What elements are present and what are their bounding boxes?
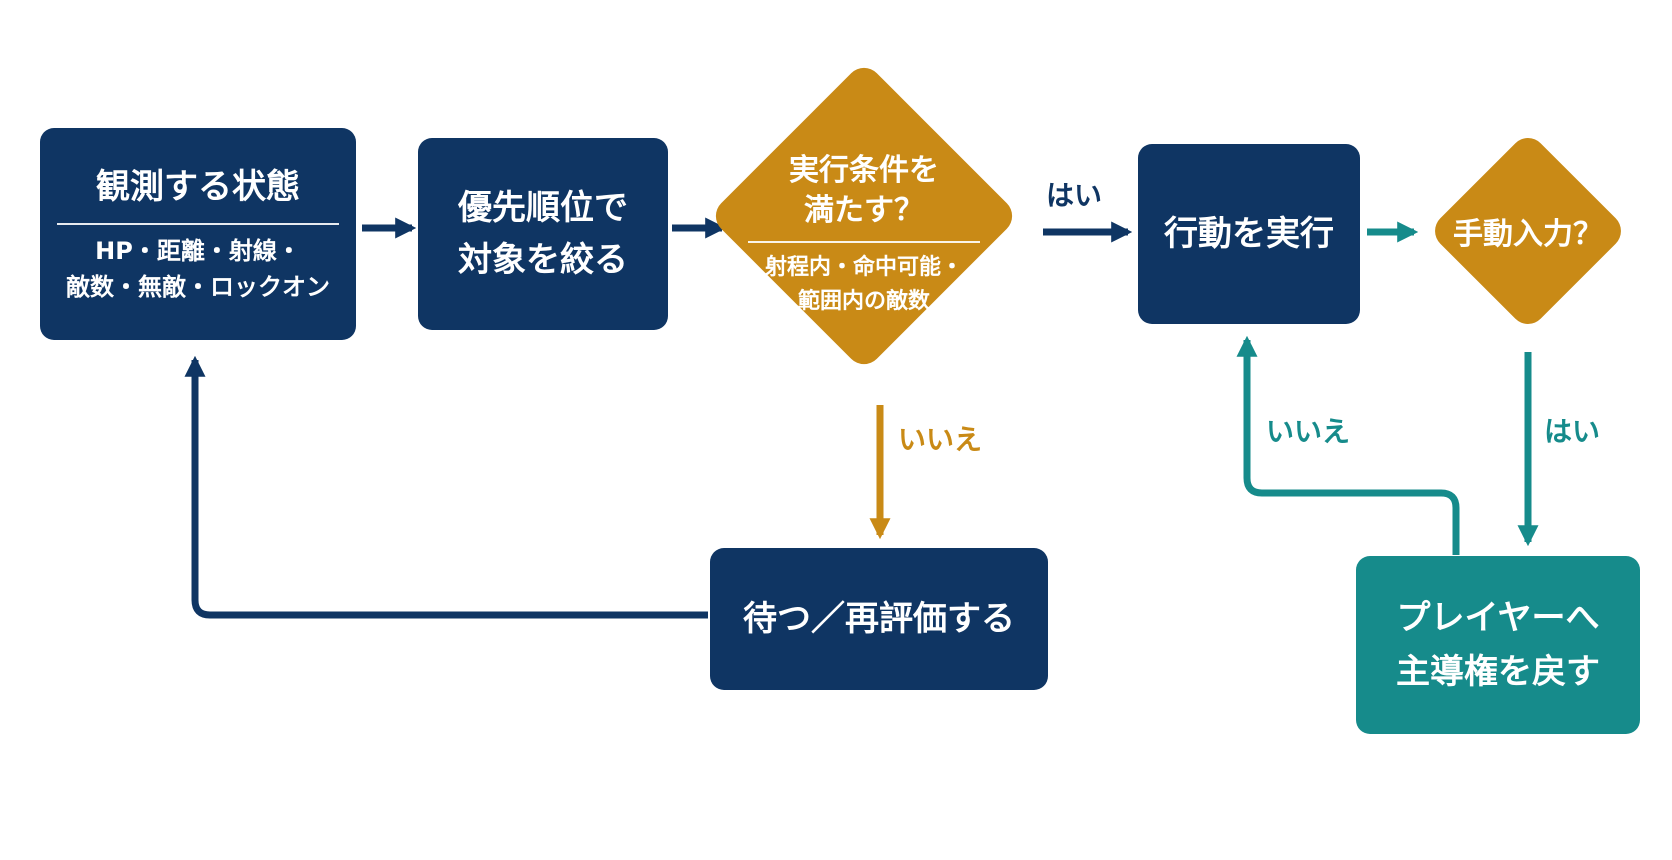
condition-text: 実行条件を 満たす？ 射程内・命中可能・ 範囲内の敵数 bbox=[744, 140, 984, 330]
arrow-manual-no bbox=[1236, 335, 1460, 555]
manual-no-label: いいえ bbox=[1266, 415, 1351, 448]
manual-input-label: 手動入力？ bbox=[1453, 217, 1603, 252]
arrow-wait-to-observe bbox=[184, 355, 708, 619]
observe-state-title: 観測する状態 bbox=[96, 167, 300, 207]
condition-no-label: いいえ bbox=[898, 423, 983, 456]
player-handoff-label: プレイヤーへ 主導権を戻す bbox=[1396, 598, 1600, 692]
manual-input-text: 手動入力？ bbox=[1428, 210, 1628, 260]
manual-yes-label: はい bbox=[1544, 415, 1601, 448]
prioritize-label: 優先順位で 対象を絞る bbox=[458, 188, 628, 280]
wait-reevaluate-node: 待つ／再評価する bbox=[710, 548, 1048, 690]
condition-divider bbox=[748, 241, 980, 243]
execute-action-label: 行動を実行 bbox=[1164, 214, 1334, 254]
condition-title: 実行条件を 満たす？ bbox=[789, 153, 939, 228]
observe-state-detail: HP・距離・射線・ 敵数・無敵・ロックオン bbox=[66, 237, 330, 301]
prioritize-node: 優先順位で 対象を絞る bbox=[418, 138, 668, 330]
condition-yes-label: はい bbox=[1046, 179, 1103, 212]
condition-detail: 射程内・命中可能・ 範囲内の敵数 bbox=[764, 255, 963, 314]
wait-reevaluate-label: 待つ／再評価する bbox=[743, 599, 1015, 639]
execute-action-node: 行動を実行 bbox=[1138, 144, 1360, 324]
observe-state-node: 観測する状態 HP・距離・射線・ 敵数・無敵・ロックオン bbox=[40, 128, 356, 340]
player-handoff-node: プレイヤーへ 主導権を戻す bbox=[1356, 556, 1640, 734]
observe-state-divider bbox=[57, 223, 339, 225]
